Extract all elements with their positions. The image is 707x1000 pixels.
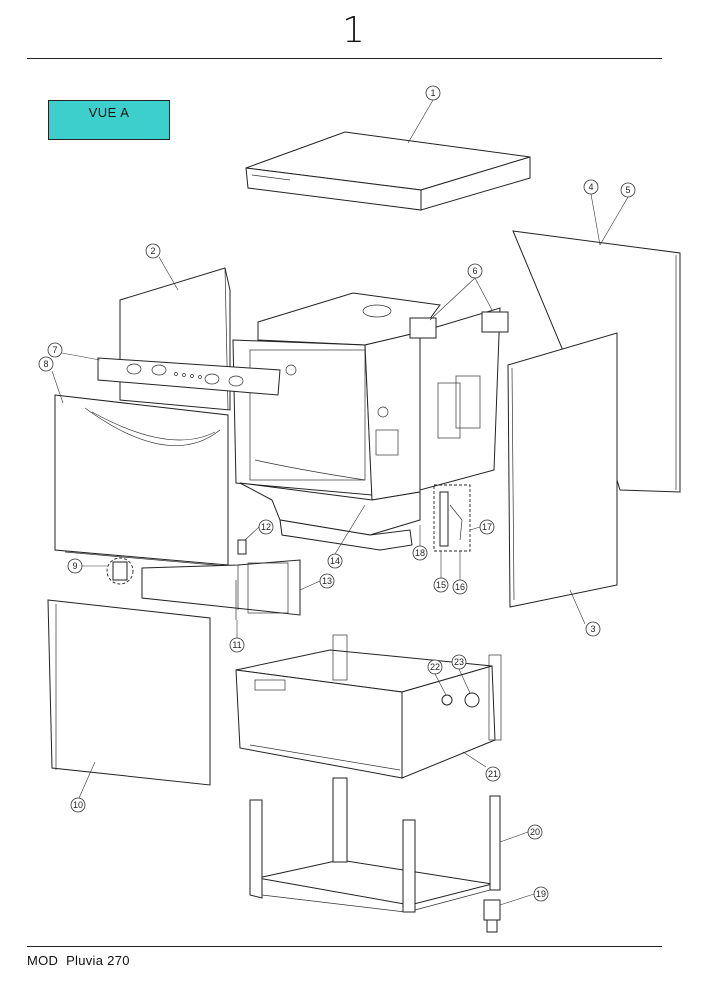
svg-text:8: 8 <box>43 359 48 369</box>
svg-text:9: 9 <box>72 561 77 571</box>
electronics-box <box>141 559 301 616</box>
svg-text:15: 15 <box>436 580 446 590</box>
svg-text:3: 3 <box>590 624 595 634</box>
callout-20: 20 <box>527 824 543 840</box>
svg-text:22: 22 <box>430 662 440 672</box>
top-cover <box>245 131 531 211</box>
svg-text:11: 11 <box>232 640 241 650</box>
adjustable-foot <box>483 899 501 933</box>
bracket-part <box>439 491 449 547</box>
svg-text:6: 6 <box>472 266 477 276</box>
gasket-part <box>441 694 453 706</box>
leader-lines <box>51 99 629 906</box>
svg-text:16: 16 <box>455 582 465 592</box>
svg-text:12: 12 <box>261 522 271 532</box>
view-label: VUE A <box>48 100 170 140</box>
svg-text:4: 4 <box>588 182 593 192</box>
detail-box <box>433 484 471 552</box>
callout-12: 12 <box>258 519 274 535</box>
callout-5: 5 <box>620 182 636 198</box>
footer-divider <box>27 946 662 947</box>
switch-component <box>112 561 128 581</box>
svg-text:20: 20 <box>530 827 540 837</box>
control-panel <box>97 357 281 396</box>
sensor-component <box>237 539 247 555</box>
callout-17: 17 <box>479 519 495 535</box>
footer-prefix: MOD <box>27 953 59 968</box>
stand-frame <box>249 777 501 913</box>
callout-1: 1 <box>425 85 441 101</box>
svg-text:18: 18 <box>415 548 425 558</box>
svg-text:14: 14 <box>330 556 340 566</box>
callout-7: 7 <box>47 342 63 358</box>
wash-tank <box>232 292 509 551</box>
svg-text:2: 2 <box>150 246 155 256</box>
svg-text:17: 17 <box>482 522 492 532</box>
callout-6: 6 <box>467 263 483 279</box>
svg-text:19: 19 <box>536 889 546 899</box>
callout-3: 3 <box>585 621 601 637</box>
callout-9: 9 <box>67 558 83 574</box>
callout-14: 14 <box>327 553 343 569</box>
svg-text:7: 7 <box>52 345 57 355</box>
right-front-panel <box>507 332 618 608</box>
header-divider <box>27 58 662 59</box>
callout-2: 2 <box>145 243 161 259</box>
callout-23: 23 <box>451 654 467 670</box>
callout-4: 4 <box>583 179 599 195</box>
callout-8: 8 <box>38 356 54 372</box>
detail-circle <box>106 557 134 585</box>
lower-front-panel <box>47 599 211 786</box>
page-number: 1 <box>342 10 365 51</box>
svg-text:23: 23 <box>454 657 464 667</box>
callout-19: 19 <box>533 886 549 902</box>
footer-model: MOD Pluvia 270 <box>27 953 130 968</box>
lever-part <box>449 504 463 541</box>
callout-10: 10 <box>70 797 86 813</box>
callout-21: 21 <box>485 766 501 782</box>
callout-11: 11 <box>229 637 245 653</box>
footer-model-name: Pluvia 270 <box>66 953 130 968</box>
svg-text:1: 1 <box>430 88 435 98</box>
fitting-part <box>464 692 480 708</box>
svg-text:21: 21 <box>488 769 498 779</box>
svg-text:13: 13 <box>322 576 332 586</box>
svg-text:5: 5 <box>625 185 630 195</box>
callout-22: 22 <box>427 659 443 675</box>
svg-text:10: 10 <box>73 800 83 810</box>
callout-15: 15 <box>433 577 449 593</box>
callout-16: 16 <box>452 579 468 595</box>
callout-13: 13 <box>319 573 335 589</box>
front-door <box>54 394 229 567</box>
callout-18: 18 <box>412 545 428 561</box>
